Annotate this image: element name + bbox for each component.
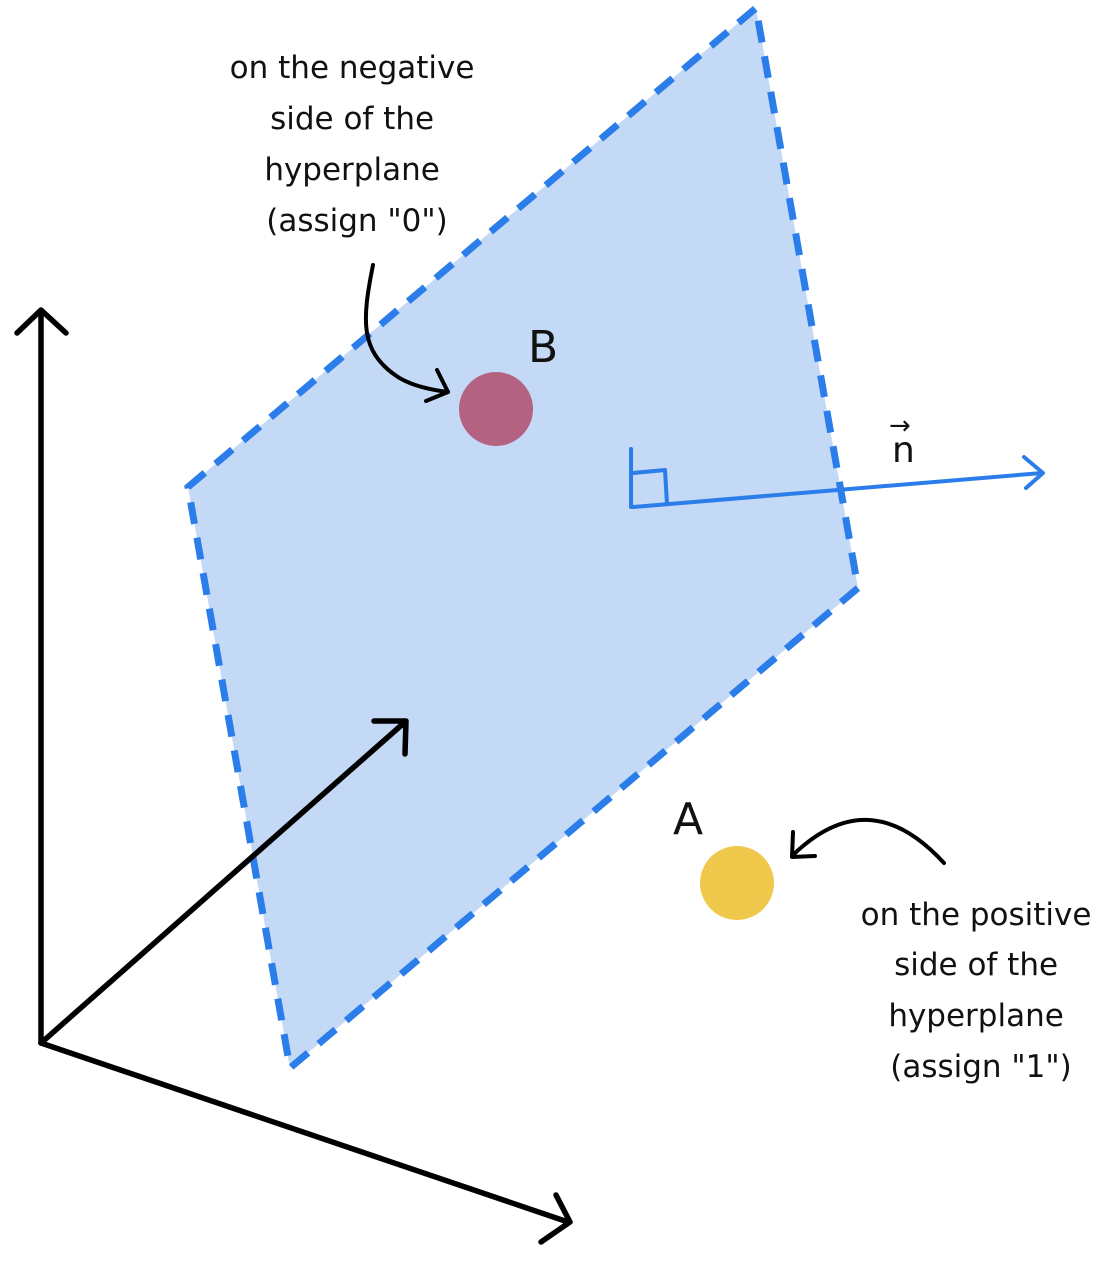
negative-annotation-arrow — [363, 263, 450, 394]
normal-vector-arrow-symbol: → — [889, 411, 911, 441]
horizontal-axis-arrowhead — [538, 1192, 573, 1245]
annotation-arrows — [363, 263, 946, 865]
horizontal-axis — [38, 1040, 571, 1225]
positive-annotation-arrowhead — [790, 830, 817, 859]
positive-annotation-line: side of the — [894, 947, 1058, 983]
normal-vector — [629, 447, 1045, 509]
positive-side-annotation: on the positive side of the hyperplane (… — [861, 897, 1102, 1085]
negative-side-annotation: on the negative side of the hyperplane (… — [230, 50, 485, 239]
negative-annotation-arrowhead — [424, 368, 450, 403]
negative-annotation-line: on the negative — [230, 50, 475, 86]
positive-annotation-line: (assign "1") — [890, 1049, 1072, 1085]
positive-annotation-arrow — [791, 817, 946, 865]
negative-annotation-line: (assign "0") — [266, 203, 448, 239]
hyperplane-fill — [188, 8, 858, 1068]
point-a — [700, 846, 774, 920]
hyperplane — [184, 1, 862, 1075]
negative-annotation-line: hyperplane — [264, 152, 440, 188]
normal-vector-label: n — [892, 430, 915, 471]
hyperplane-dashed-border — [184, 1, 862, 1075]
negative-annotation-line: side of the — [270, 101, 434, 137]
depth-axis-arrowhead — [371, 718, 409, 757]
coordinate-axes — [14, 307, 573, 1245]
vertical-axis-arrowhead — [14, 307, 69, 336]
normal-vector-arrowhead — [1022, 455, 1045, 490]
point-b-label: B — [528, 322, 558, 373]
positive-annotation-line: on the positive — [861, 897, 1092, 933]
right-angle-square — [631, 468, 669, 506]
point-a-label: A — [673, 794, 703, 845]
depth-axis — [38, 719, 408, 1046]
point-b — [459, 372, 533, 446]
positive-annotation-line: hyperplane — [888, 998, 1064, 1034]
normal-vector-line — [631, 471, 1044, 509]
